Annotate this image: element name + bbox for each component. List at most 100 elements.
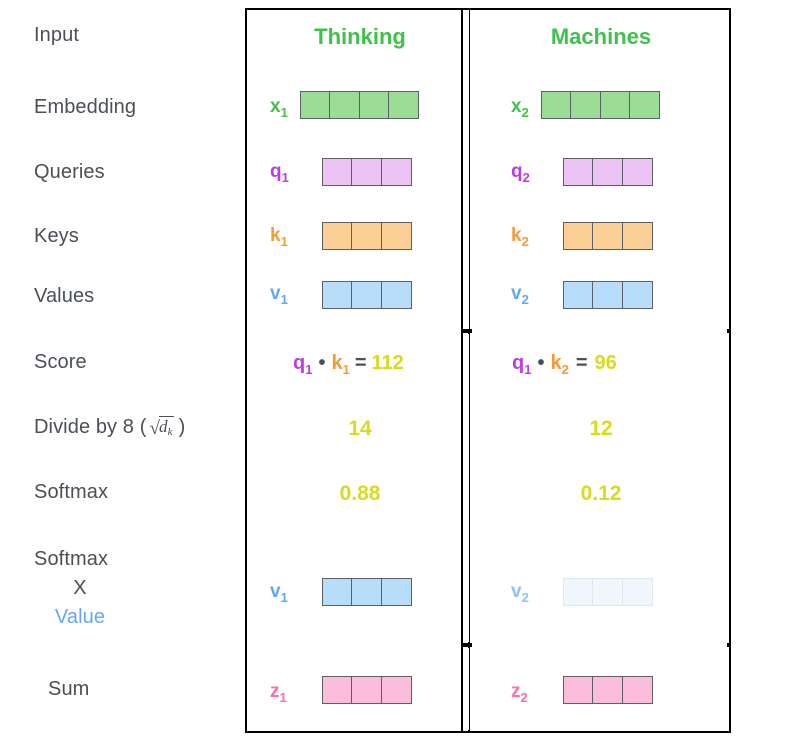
score-1-value: 112 — [371, 352, 404, 374]
score-1-q-letter: q — [293, 352, 306, 374]
output-tag-z1: z1 — [270, 681, 287, 705]
row-label-divide-by-8: Divide by 8 (√dk) — [34, 416, 185, 440]
output-tag-z1-index: 1 — [279, 689, 287, 705]
vector-cell — [322, 158, 353, 186]
word-header-machines: Machines — [550, 24, 652, 49]
vector-cell — [563, 281, 594, 309]
score-1-q-index: 1 — [305, 362, 313, 377]
divide-suffix-text: ) — [178, 416, 186, 438]
row-label-softmax-x-value-line3: Value — [54, 606, 106, 628]
vector-cell — [621, 158, 653, 186]
row-label-sum: Sum — [48, 678, 90, 700]
vector-cell — [629, 91, 661, 119]
score-1-k-letter: k — [331, 352, 343, 374]
vector-tag-k2-index: 2 — [521, 233, 529, 249]
frame-seam-mask-mid — [463, 334, 469, 642]
vector-cell — [380, 281, 412, 309]
score-2-equals: = — [575, 352, 588, 374]
vector-cell — [563, 222, 594, 250]
vector-cell — [599, 91, 631, 119]
score-1-equals: = — [354, 352, 367, 374]
score-1-k-index: 1 — [342, 362, 350, 377]
vector-cell — [592, 281, 624, 309]
word-header-thinking: Thinking — [314, 24, 406, 49]
vector-tag-q1: q1 — [270, 161, 289, 185]
divide-prefix-text: Divide by 8 ( — [34, 416, 147, 438]
output-tag-z1-letter: z — [270, 681, 280, 702]
vector-cell — [351, 676, 383, 704]
vector-tag-k1: k1 — [270, 225, 288, 249]
output-tag-z2: z2 — [511, 681, 528, 705]
row-label-values: Values — [34, 285, 95, 307]
divided-score-1: 14 — [348, 417, 372, 440]
vector-cell — [351, 281, 383, 309]
vector-cell — [621, 281, 653, 309]
query-vector-q2 — [563, 158, 653, 186]
dot-product-operator-icon: • — [318, 352, 326, 374]
weighted-value-tag-v2-index: 2 — [521, 589, 529, 605]
score-2-q-index: 1 — [524, 362, 532, 377]
vector-tag-x1-letter: x — [270, 96, 281, 117]
score-2-q-letter: q — [512, 352, 525, 374]
output-tag-z2-index: 2 — [520, 689, 528, 705]
vector-cell — [592, 222, 624, 250]
vector-tag-x2-letter: x — [511, 96, 522, 117]
divided-score-2: 12 — [589, 417, 613, 440]
frame-seam-mask-upper — [463, 10, 469, 329]
query-vector-q1 — [322, 158, 412, 186]
row-label-input: Input — [34, 24, 79, 46]
vector-cell — [621, 578, 653, 606]
vector-tag-v2: v2 — [511, 283, 529, 307]
vector-tag-k1-index: 1 — [280, 233, 288, 249]
vector-tag-v1-index: 1 — [280, 291, 288, 307]
score-expression-1: q1•k1=112 — [293, 352, 404, 377]
vector-cell — [388, 91, 420, 119]
vector-tag-k1-letter: k — [270, 225, 281, 246]
vector-tag-q1-letter: q — [270, 161, 282, 182]
vector-tag-x2: x2 — [511, 96, 529, 120]
vector-cell — [621, 676, 653, 704]
dot-product-operator-icon: • — [537, 352, 545, 374]
vector-cell — [570, 91, 602, 119]
vector-cell — [592, 578, 624, 606]
row-label-embedding: Embedding — [34, 96, 137, 118]
weighted-value-vector-v2 — [563, 578, 653, 606]
weighted-value-tag-v1: v1 — [270, 581, 288, 605]
row-label-score: Score — [34, 351, 87, 373]
weighted-value-tag-v2: v2 — [511, 581, 529, 605]
embedding-vector-x1 — [300, 91, 420, 119]
vector-tag-v1-letter: v — [270, 283, 281, 304]
vector-tag-v1: v1 — [270, 283, 288, 307]
vector-tag-x1-index: 1 — [280, 104, 288, 120]
vector-cell — [300, 91, 331, 119]
vector-cell — [380, 676, 412, 704]
vector-cell — [358, 91, 390, 119]
row-label-keys: Keys — [34, 225, 79, 247]
frame-seam-mask-right-top — [472, 326, 727, 335]
vector-tag-x2-index: 2 — [521, 104, 529, 120]
vector-tag-v2-index: 2 — [521, 291, 529, 307]
vector-tag-q2-index: 2 — [522, 169, 530, 185]
softmax-score-2: 0.12 — [580, 482, 622, 505]
frame-seam-mask-right-bottom — [472, 640, 727, 649]
vector-cell — [322, 578, 353, 606]
key-vector-k1 — [322, 222, 412, 250]
vector-tag-v2-letter: v — [511, 283, 522, 304]
row-label-softmax-x-value-line2: X — [73, 577, 87, 599]
vector-cell — [322, 281, 353, 309]
k-subscript: k — [167, 426, 173, 438]
weighted-value-vector-v1 — [322, 578, 412, 606]
sqrt-symbol: √ — [149, 418, 160, 439]
vector-cell — [380, 158, 412, 186]
vector-tag-k2-letter: k — [511, 225, 522, 246]
vector-cell — [563, 158, 594, 186]
vector-cell — [380, 222, 412, 250]
vector-cell — [351, 158, 383, 186]
sqrt-dk-notation: √dk — [146, 416, 174, 440]
vector-tag-x1: x1 — [270, 96, 288, 120]
value-vector-v1 — [322, 281, 412, 309]
vector-cell — [380, 578, 412, 606]
vector-cell — [329, 91, 361, 119]
output-vector-z2 — [563, 676, 653, 704]
